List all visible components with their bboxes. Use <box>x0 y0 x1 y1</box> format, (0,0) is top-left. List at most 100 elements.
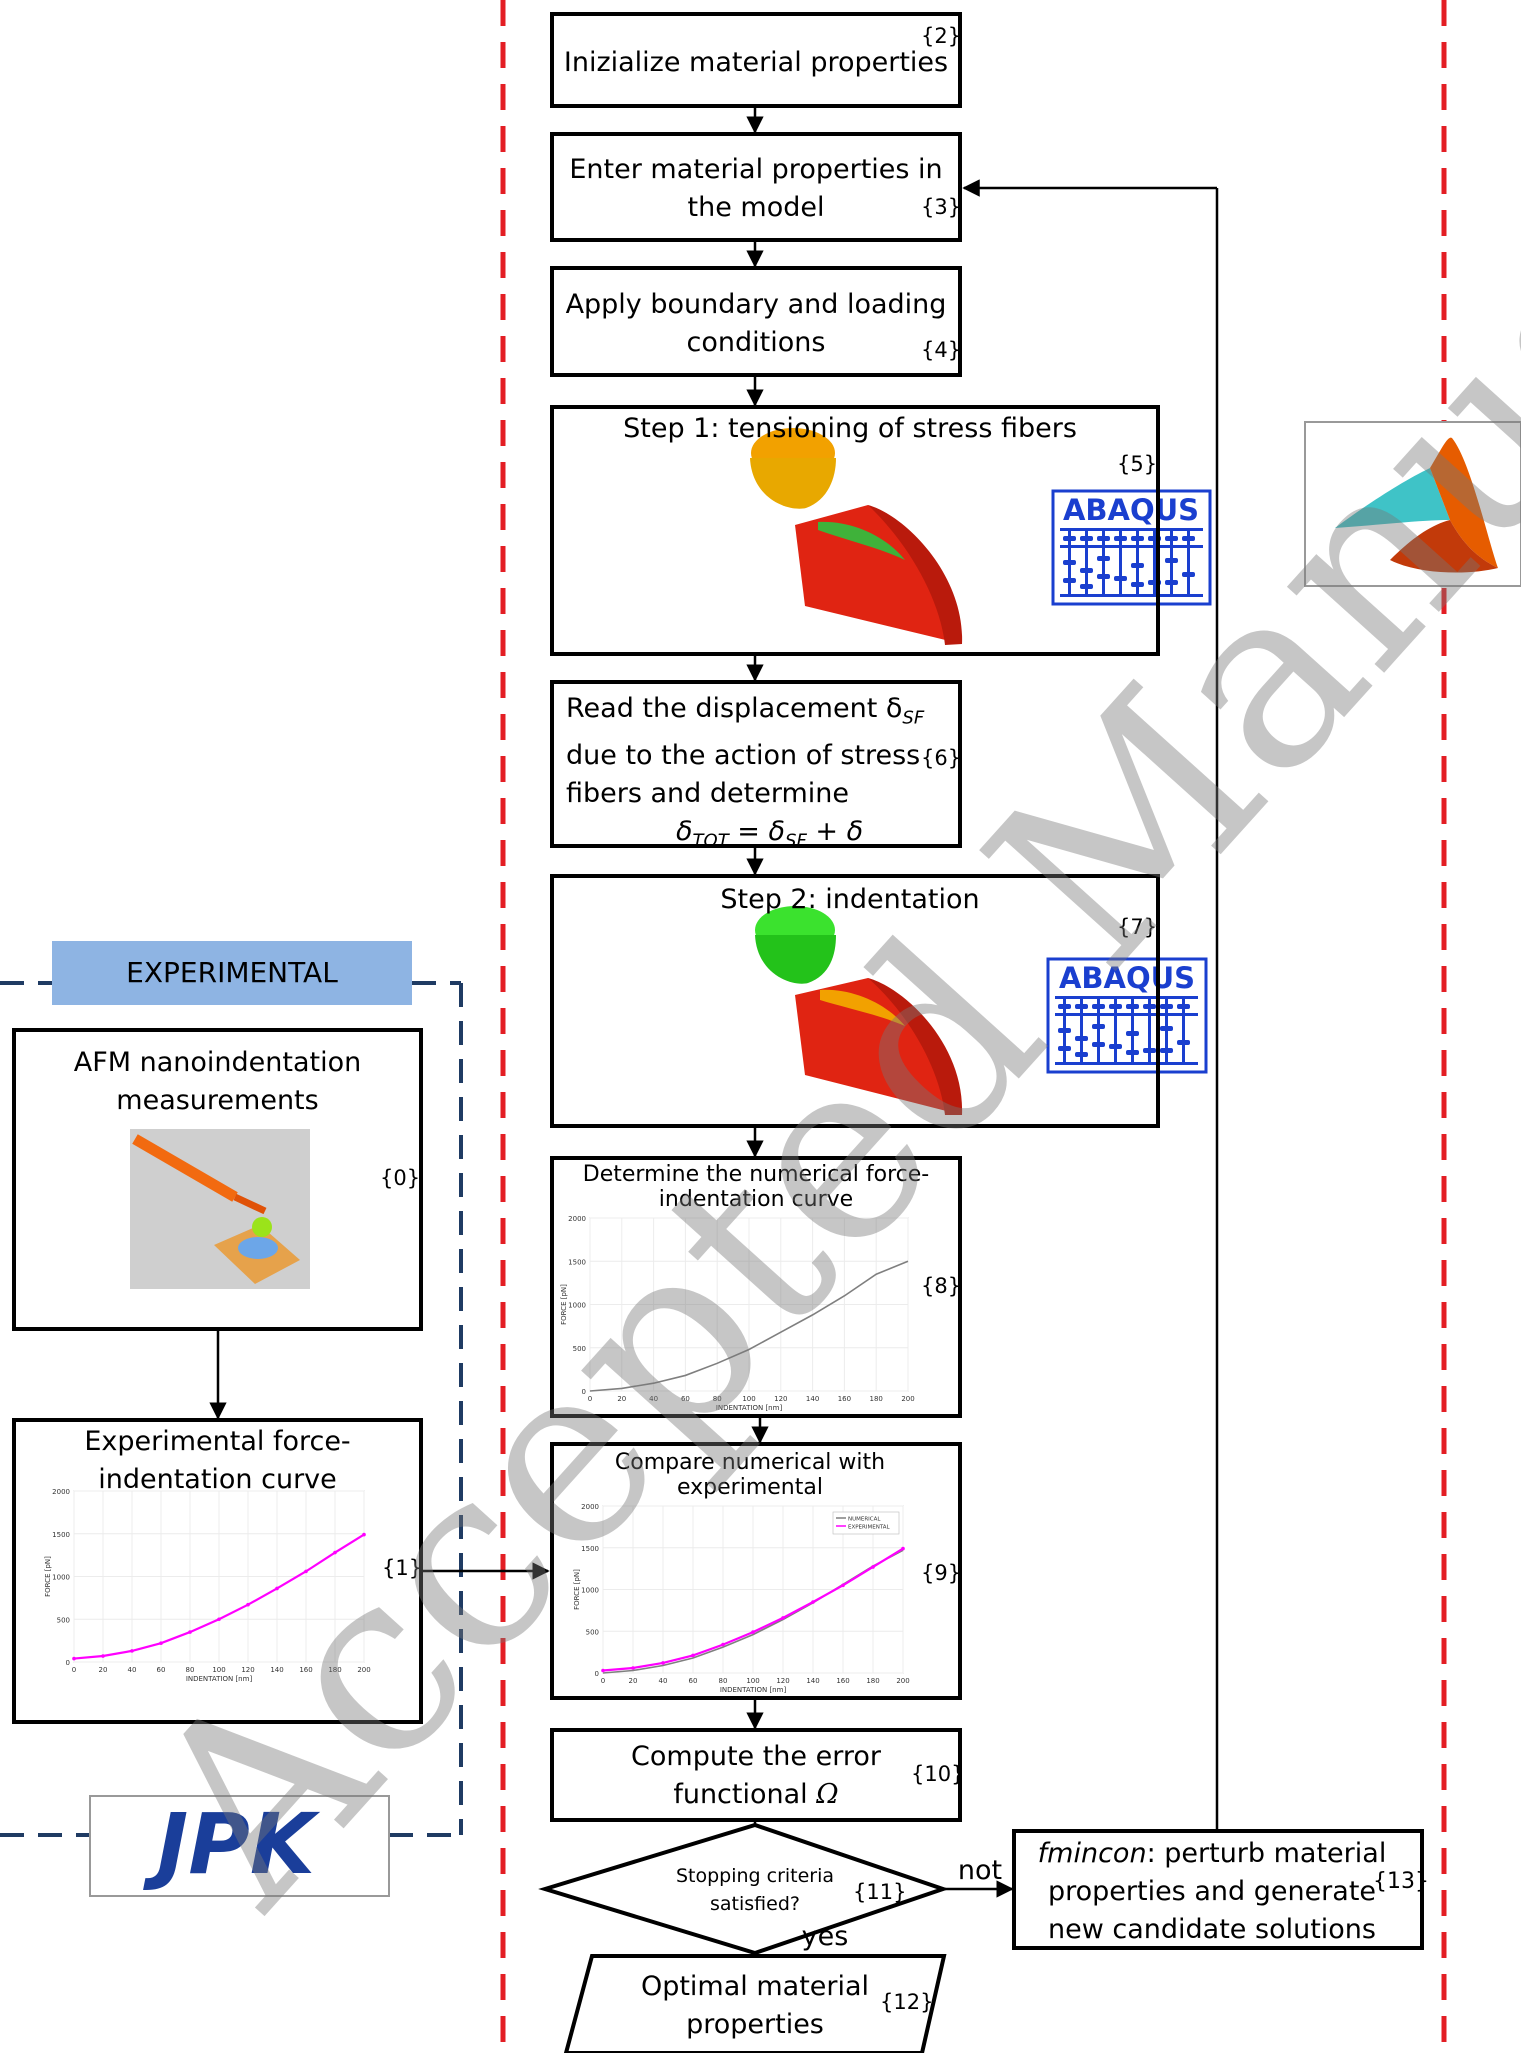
tag-6: {6} <box>921 746 962 770</box>
eq-sf-sub: SF <box>785 830 807 852</box>
read-displacement-box <box>550 680 962 848</box>
chart-2-x-tick-label: 40 <box>128 1666 137 1674</box>
sf-subscript: SF <box>902 707 925 729</box>
boundary-conditions-box <box>550 266 962 377</box>
chart-2-series-0-point <box>188 1630 192 1634</box>
chart-1-x-tick-label: 100 <box>746 1677 759 1685</box>
chart-1-x-tick-label: 200 <box>896 1677 909 1685</box>
enter-properties-box <box>550 132 962 242</box>
chart-1-x-axis-label: INDENTATION [nm] <box>720 1686 787 1694</box>
chart-1-series-1-point <box>781 1616 785 1620</box>
chart-2-series-0-point <box>362 1532 366 1537</box>
chart-1-x-tick-label: 60 <box>689 1677 698 1685</box>
chart-2-series-0-point <box>304 1569 308 1574</box>
experimental-curve-text: Experimental force- indentation curve <box>12 1423 423 1499</box>
chart-1-y-tick-label: 1000 <box>581 1587 599 1595</box>
abaqus-logo-1-text: ABAQUS <box>1063 493 1199 527</box>
chart-0-x-tick-label: 0 <box>588 1395 592 1403</box>
chart-2-x-tick-label: 80 <box>186 1666 195 1674</box>
error-functional-text: Compute the error functional Ω <box>550 1738 962 1814</box>
boundary-conditions-line1: Apply boundary and loading <box>565 289 947 320</box>
tag-3: {3} <box>921 195 962 219</box>
chart-2-series-0-point <box>275 1586 279 1591</box>
total-displacement-equation: δTOT = δSF + δ <box>566 813 946 860</box>
chart-1-legend-label: EXPERIMENTAL <box>848 1525 891 1531</box>
chart-2-series-0-point <box>217 1617 221 1622</box>
optimal-properties-line1: Optimal material <box>640 1971 870 2002</box>
chart-2-y-tick-label: 500 <box>57 1616 70 1624</box>
eq-eq: = δ <box>728 816 786 848</box>
read-displacement-line3: fibers and determine <box>566 778 849 810</box>
chart-2-y-axis-label: FORCE [pN] <box>44 1556 52 1597</box>
chart-2-y-tick-label: 2000 <box>52 1488 70 1496</box>
chart-0-x-tick-label: 100 <box>742 1395 755 1403</box>
chart-1-series-1-point <box>841 1583 845 1588</box>
enter-properties-text: Enter material properties in the model <box>550 151 962 227</box>
eq-delta: δ <box>676 816 693 848</box>
chart-0-series-0-line <box>589 1260 909 1392</box>
fmincon-line2: properties and generate <box>1047 1876 1377 1907</box>
read-displacement-line2: due to the action of stress <box>566 740 921 772</box>
chart-1-x-tick-label: 40 <box>659 1677 668 1685</box>
jpk-logo-text: JPK <box>143 1795 321 1893</box>
label-yes: yes <box>801 1921 849 1952</box>
fmincon-line1-text: : perturb material <box>1146 1838 1387 1869</box>
chart-1-x-tick-label: 80 <box>719 1677 728 1685</box>
chart-2-y-tick-label: 1500 <box>52 1531 70 1539</box>
chart-1-series-1-point <box>721 1642 725 1647</box>
optimal-properties-line2: properties <box>686 2009 824 2040</box>
error-functional-line1: Compute the error <box>631 1741 881 1772</box>
stopping-criteria-line2: satisfied? <box>710 1893 800 1915</box>
error-functional-line2: functional Ω <box>550 1776 962 1814</box>
experimental-curve-line1: Experimental force- <box>84 1426 351 1457</box>
abaqus-logo-2: ABAQUS <box>1046 957 1208 1074</box>
step2-title: Step 2: indentation <box>720 884 980 915</box>
compare-title-line1: Compare numerical with <box>614 1450 886 1475</box>
chart-0-x-tick-label: 40 <box>649 1395 658 1403</box>
abaqus-logo-1: ABAQUS <box>1051 489 1212 606</box>
chart-1-series-1-point <box>751 1630 755 1634</box>
chart-1-x-tick-label: 120 <box>776 1677 789 1685</box>
fem-model-step1-image <box>750 428 963 645</box>
chart-1-x-tick-label: 160 <box>836 1677 849 1685</box>
afm-measurements-line2: measurements <box>116 1085 319 1116</box>
omega-symbol: Ω <box>816 1779 839 1810</box>
chart-1-y-tick-label: 2000 <box>581 1503 599 1511</box>
chart-0-y-tick-label: 0 <box>582 1388 586 1396</box>
chart-0-x-tick-label: 120 <box>774 1395 787 1403</box>
optimal-properties-parallelogram <box>563 1954 947 2053</box>
eq-tot-sub: TOT <box>692 830 729 852</box>
chart-2-x-tick-label: 20 <box>99 1666 108 1674</box>
fem-model-step2-image <box>755 906 963 1115</box>
numerical-curve-title-line2: indentation curve <box>658 1187 854 1212</box>
chart-2-x-tick-label: 60 <box>157 1666 166 1674</box>
tag-10: {10} <box>911 1762 965 1786</box>
tag-13: {13} <box>1373 1869 1429 1894</box>
chart-1-y-tick-label: 0 <box>595 1670 599 1678</box>
chart-0-x-axis-label: INDENTATION [nm] <box>716 1404 783 1412</box>
chart-1-y-axis-label: FORCE [pN] <box>573 1569 581 1610</box>
error-functional-box <box>550 1728 962 1822</box>
experimental-curve-line2: indentation curve <box>98 1464 337 1495</box>
chart-2-series-0-point <box>159 1641 163 1645</box>
read-displacement-line1: Read the displacement δSF <box>566 690 946 737</box>
chart-0-x-tick-label: 160 <box>838 1395 851 1403</box>
afm-measurements-box <box>12 1028 423 1331</box>
read-displacement-text: Read the displacement δSF due to the act… <box>566 690 946 861</box>
boundary-conditions-line2: conditions <box>686 327 826 358</box>
numerical-curve-box <box>550 1156 962 1418</box>
chart-2-x-tick-label: 100 <box>212 1666 225 1674</box>
chart-1-x-tick-label: 140 <box>806 1677 819 1685</box>
afm-illustration-image <box>130 1129 310 1289</box>
init-properties-text: Inizialize material properties <box>563 47 949 78</box>
tag-2: {2} <box>921 24 962 48</box>
chart-1-y-tick-label: 1500 <box>581 1545 599 1553</box>
chart-1-series-1-point <box>871 1565 875 1569</box>
tag-5: {5} <box>1117 452 1158 476</box>
jpk-logo: JPK <box>89 1795 390 1897</box>
chart-0-y-tick-label: 2000 <box>568 1215 586 1223</box>
experimental-region-border <box>0 981 463 1837</box>
afm-measurements-line1: AFM nanoindentation <box>73 1047 362 1078</box>
chart-2-series-0-point <box>72 1656 76 1661</box>
tag-7: {7} <box>1117 915 1158 939</box>
